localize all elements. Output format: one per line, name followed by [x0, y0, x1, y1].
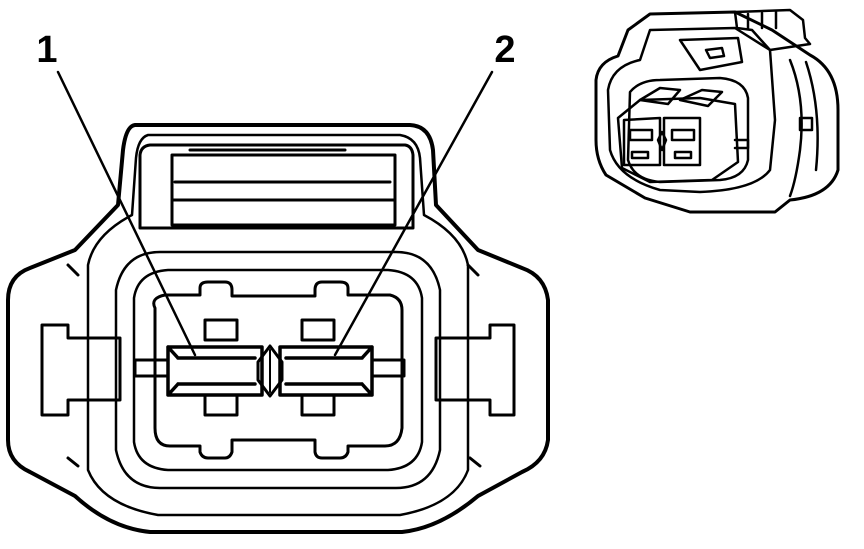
- right-lower-nub: [468, 456, 482, 468]
- iso-terminal-2-slot: [673, 150, 693, 160]
- left-pin: [133, 358, 170, 378]
- connector-outer-housing: [6, 123, 550, 534]
- iso-center-key: [656, 130, 668, 152]
- terminal-cavity: [152, 280, 404, 460]
- terminal-1-bottom-tab: [203, 393, 239, 417]
- iso-rear-tab: [798, 116, 814, 132]
- callout-2-label: 2: [494, 29, 515, 71]
- iso-rear-rib-2: [804, 60, 819, 172]
- iso-latch-hole: [704, 46, 726, 60]
- callout-2: 2: [333, 29, 516, 357]
- iso-latch: [733, 8, 812, 52]
- connector-isometric-view: [594, 8, 840, 214]
- callout-1-leader: [56, 70, 197, 357]
- right-flange: [434, 323, 516, 417]
- iso-lug-right: [678, 88, 724, 108]
- iso-front-face: [606, 26, 777, 194]
- iso-terminal-2: [662, 116, 702, 167]
- left-flange: [40, 323, 122, 417]
- seal-ring-inner: [132, 268, 424, 472]
- callout-1-label: 1: [36, 29, 57, 71]
- terminal-1-top-tab: [203, 318, 239, 342]
- latch-inner: [170, 153, 397, 227]
- iso-terminal-1-tab: [628, 128, 654, 142]
- iso-terminal-2-tab: [670, 128, 696, 142]
- iso-lug-left: [638, 86, 682, 106]
- left-nub: [66, 263, 80, 277]
- seal-ring-outer: [114, 250, 442, 490]
- iso-latch-hole-frame: [678, 36, 744, 72]
- iso-terminal-1: [622, 116, 662, 167]
- iso-terminal-1-slot: [630, 150, 650, 160]
- terminal-2-blade: [278, 345, 374, 397]
- latch-outer: [138, 143, 415, 230]
- callout-2-leader: [333, 70, 494, 357]
- connector-front-view: [6, 123, 550, 534]
- iso-rear-rib-1: [788, 58, 803, 198]
- right-pin: [370, 358, 406, 378]
- terminal-1-blade: [166, 345, 264, 397]
- right-nub: [466, 263, 480, 277]
- center-key: [256, 344, 284, 398]
- terminal-2-top-tab: [300, 318, 336, 342]
- callout-1: 1: [36, 29, 197, 357]
- connector-inner-housing: [86, 133, 470, 517]
- iso-cavity-block: [616, 96, 740, 184]
- iso-body-outer: [594, 10, 840, 214]
- terminal-2-bottom-tab: [300, 393, 336, 417]
- iso-side-nub: [733, 138, 750, 150]
- left-lower-nub: [66, 456, 80, 468]
